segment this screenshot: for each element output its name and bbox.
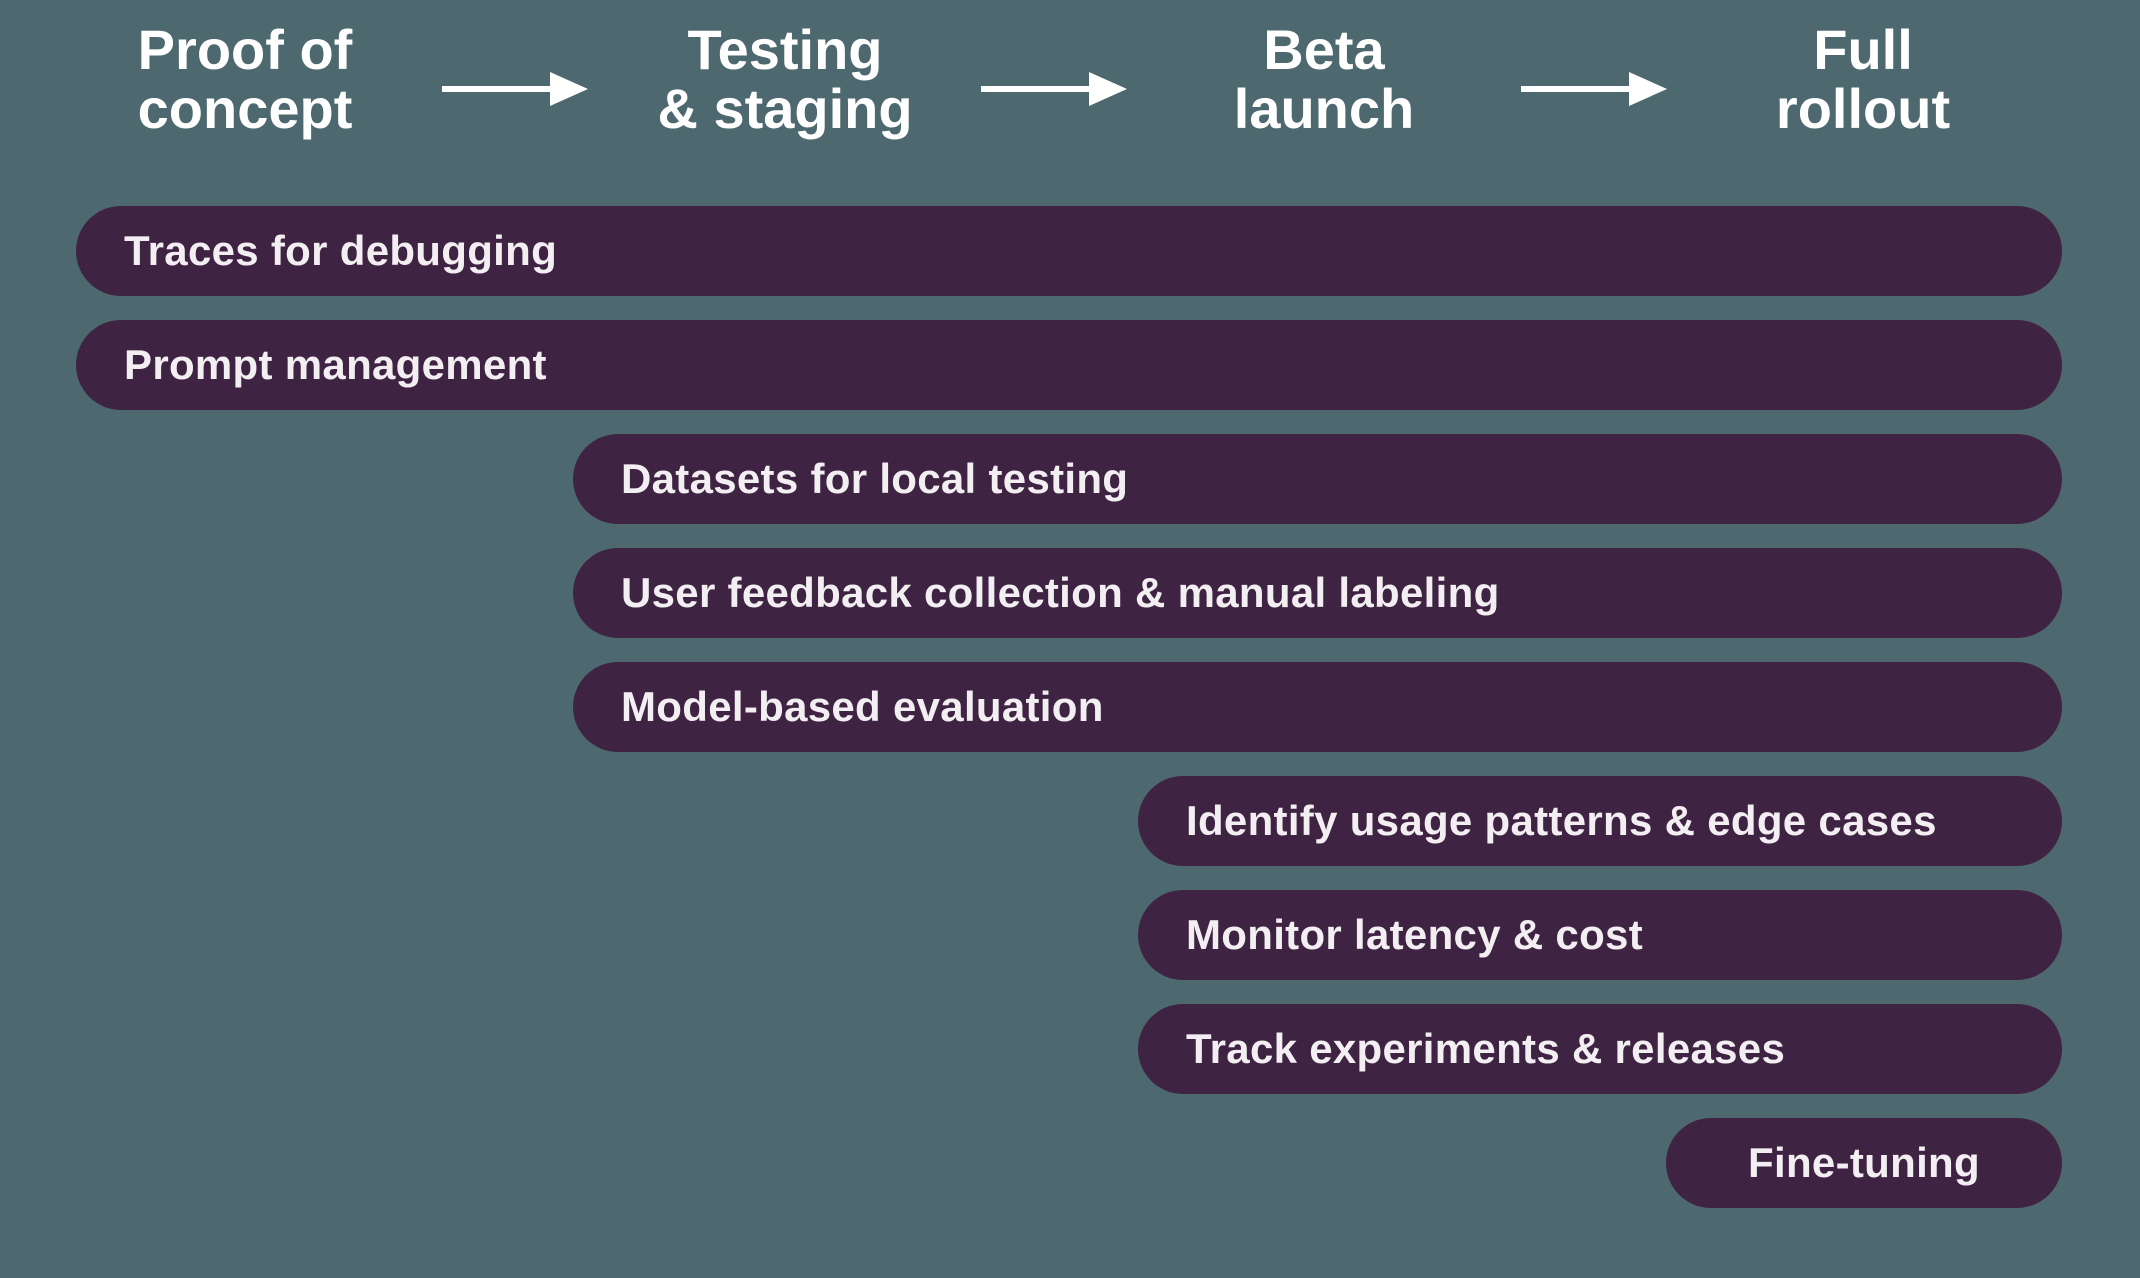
stage-header-full-rollout: Full rollout — [1776, 20, 1950, 138]
stage-label-line: Full — [1813, 18, 1913, 81]
bar-datasets-for-local-testing: Datasets for local testing — [573, 434, 2062, 524]
arrow-right-icon — [981, 72, 1127, 106]
bar-monitor-latency-cost: Monitor latency & cost — [1138, 890, 2062, 980]
stage-header-beta-launch: Beta launch — [1234, 20, 1414, 138]
bar-label: User feedback collection & manual labeli… — [621, 569, 1500, 616]
bar-label: Track experiments & releases — [1186, 1025, 1786, 1072]
bar-model-based-evaluation: Model-based evaluation — [573, 662, 2062, 752]
stage-label-line: Beta — [1263, 18, 1385, 81]
stage-label-line: concept — [137, 77, 353, 140]
stage-header-proof-of-concept: Proof of concept — [138, 20, 353, 138]
bar-fine-tuning: Fine-tuning — [1666, 1118, 2062, 1208]
bar-label: Prompt management — [124, 341, 547, 388]
bar-identify-usage-patterns: Identify usage patterns & edge cases — [1138, 776, 2062, 866]
bar-label: Fine-tuning — [1748, 1139, 1980, 1186]
stage-label-line: rollout — [1775, 77, 1951, 140]
stage-label-line: Testing — [687, 18, 883, 81]
bar-traces-for-debugging: Traces for debugging — [76, 206, 2062, 296]
stage-label-line: & staging — [657, 77, 913, 140]
bar-prompt-management: Prompt management — [76, 320, 2062, 410]
bar-label: Datasets for local testing — [621, 455, 1129, 502]
bar-track-experiments-releases: Track experiments & releases — [1138, 1004, 2062, 1094]
bar-label: Monitor latency & cost — [1186, 911, 1643, 958]
bar-user-feedback-collection: User feedback collection & manual labeli… — [573, 548, 2062, 638]
stage-label-line: Proof of — [137, 18, 353, 81]
arrow-right-icon — [442, 72, 588, 106]
stage-label-line: launch — [1233, 77, 1415, 140]
stage-header-testing-staging: Testing & staging — [657, 20, 912, 138]
arrow-right-icon — [1521, 72, 1667, 106]
bar-label: Identify usage patterns & edge cases — [1186, 797, 1937, 844]
bar-label: Traces for debugging — [124, 227, 558, 274]
bar-label: Model-based evaluation — [621, 683, 1104, 730]
